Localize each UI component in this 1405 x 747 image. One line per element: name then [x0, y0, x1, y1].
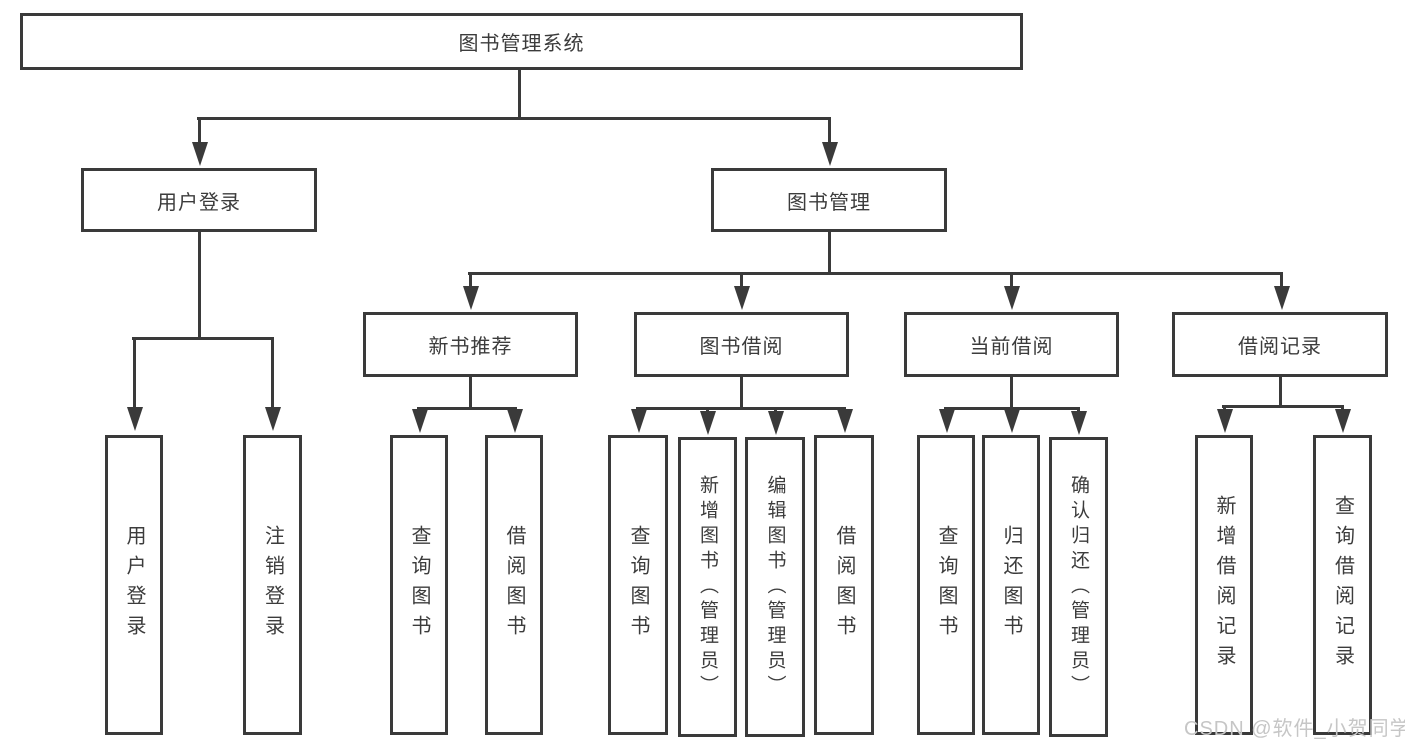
arrow-down-icon [740, 272, 743, 286]
arrow-down-icon [843, 407, 846, 409]
connector-line [468, 272, 1283, 275]
leaf-query-books-recommend: 查询图书 [390, 435, 448, 735]
node-label: 借阅记录 [1238, 336, 1322, 358]
arrow-down-icon [198, 117, 201, 142]
leaf-borrow-books-recommend: 借阅图书 [485, 435, 543, 735]
leaf-borrow-books: 借阅图书 [814, 435, 874, 735]
connector-line [1222, 405, 1344, 408]
connector-line [740, 377, 743, 407]
node-new-book-recommend: 新书推荐 [363, 312, 578, 377]
arrow-down-icon [1341, 405, 1344, 409]
leaf-add-borrow-record: 新增借阅记录 [1195, 435, 1253, 735]
arrow-down-icon [1223, 405, 1226, 409]
leaf-label: 查询借阅记录 [1331, 495, 1354, 675]
connector-line [197, 117, 831, 120]
node-label: 用户登录 [157, 191, 241, 214]
leaf-query-borrow-record: 查询借阅记录 [1313, 435, 1372, 735]
leaf-query-books-borrowing: 查询图书 [608, 435, 668, 735]
arrow-down-icon [418, 407, 421, 409]
leaf-confirm-return-admin: 确认归还（管理员） [1049, 437, 1108, 737]
leaf-logout: 注销登录 [243, 435, 302, 735]
node-label: 当前借阅 [969, 336, 1054, 358]
leaf-label: 注销登录 [261, 525, 284, 645]
node-library-management-system: 图书管理系统 [20, 13, 1023, 70]
arrow-down-icon [271, 337, 274, 407]
connector-line [198, 232, 201, 337]
connector-line [132, 337, 274, 340]
node-book-management: 图书管理 [711, 168, 947, 232]
node-label: 图书借阅 [699, 336, 784, 358]
leaf-add-books-admin: 新增图书（管理员） [678, 437, 737, 737]
arrow-down-icon [945, 407, 948, 409]
arrow-down-icon [1280, 272, 1283, 286]
leaf-label: 查询图书 [935, 525, 957, 645]
arrow-down-icon [1010, 272, 1013, 286]
leaf-label: 新增图书（管理员） [697, 474, 718, 700]
leaf-label: 用户登录 [123, 525, 145, 645]
leaf-label: 新增借阅记录 [1213, 495, 1235, 675]
leaf-label: 查询图书 [408, 525, 430, 645]
arrow-down-icon [637, 407, 640, 409]
arrow-down-icon [828, 117, 831, 142]
connector-line [1279, 377, 1282, 405]
arrow-down-icon [774, 407, 777, 411]
connector-line [1010, 377, 1013, 407]
arrow-down-icon [706, 407, 709, 411]
arrow-down-icon [133, 337, 136, 407]
arrow-down-icon [1010, 407, 1013, 409]
leaf-label: 借阅图书 [503, 525, 525, 645]
connector-line [518, 70, 521, 117]
node-borrowing-records: 借阅记录 [1172, 312, 1388, 377]
arrow-down-icon [1077, 407, 1080, 411]
leaf-label: 借阅图书 [833, 525, 855, 645]
arrow-down-icon [469, 272, 472, 286]
connector-line [828, 232, 831, 272]
leaf-user-login: 用户登录 [105, 435, 163, 735]
connector-line [636, 407, 846, 410]
leaf-return-books: 归还图书 [982, 435, 1040, 735]
node-label: 新书推荐 [428, 336, 513, 358]
leaf-label: 确认归还（管理员） [1068, 474, 1089, 700]
leaf-label: 编辑图书（管理员） [764, 474, 786, 700]
connector-line [469, 377, 472, 407]
arrow-down-icon [513, 407, 516, 409]
leaf-query-books-current: 查询图书 [917, 435, 975, 735]
node-label: 图书管理系统 [458, 33, 585, 55]
node-label: 图书管理 [787, 191, 871, 214]
node-current-borrowing: 当前借阅 [904, 312, 1119, 377]
connector-line [417, 407, 517, 410]
node-user-login: 用户登录 [81, 168, 317, 232]
leaf-label: 查询图书 [627, 525, 649, 645]
leaf-label: 归还图书 [1000, 525, 1022, 645]
node-book-borrowing: 图书借阅 [634, 312, 849, 377]
leaf-edit-books-admin: 编辑图书（管理员） [745, 437, 805, 737]
csdn-watermark: CSDN @软件_小贺同学 [1184, 718, 1405, 740]
